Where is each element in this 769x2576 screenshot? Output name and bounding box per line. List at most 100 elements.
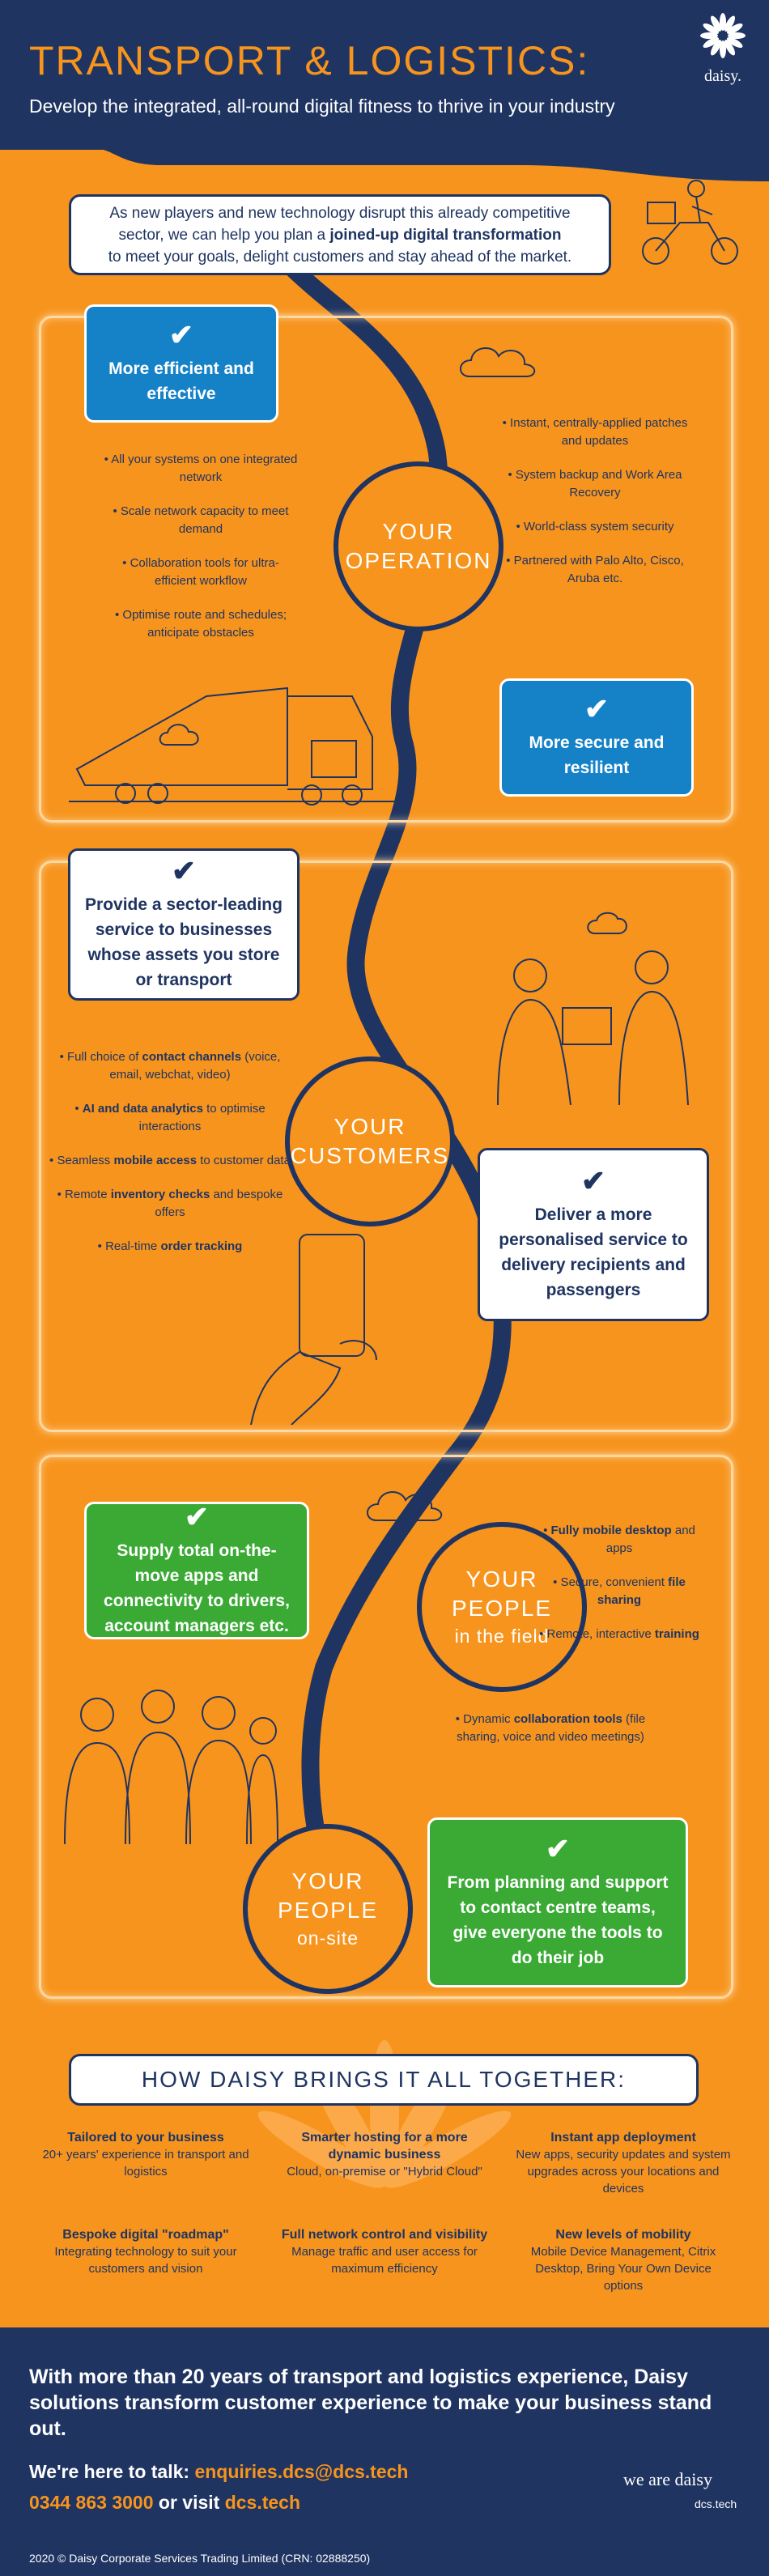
bullet-item: • Remote, interactive training — [539, 1627, 699, 1641]
delivery-scooter-icon — [642, 180, 738, 265]
circle-label-people: PEOPLE — [451, 1596, 553, 1621]
bullet-item: • Real-time order tracking — [97, 1239, 243, 1253]
check-icon: ✔ — [184, 1500, 210, 1533]
intro-line1: As new players and new technology disrup… — [109, 204, 571, 222]
circle-your-people-field: YOUR PEOPLE in the field — [417, 1522, 587, 1692]
footer-statement: With more than 20 years of transport and… — [29, 2366, 712, 2440]
contact-line-email: We're here to talk: enquiries.dcs@dcs.te… — [29, 2461, 408, 2483]
feature-item: Full network control and visibility Mana… — [275, 2226, 494, 2277]
phone-hand-icon — [250, 1234, 377, 1425]
bullet-item: • World-class system security — [516, 520, 674, 533]
email-link[interactable]: enquiries.dcs@dcs.tech — [194, 2461, 409, 2482]
feature-item: Smarter hosting for a more dynamic busin… — [275, 2129, 494, 2180]
feature-heading: Tailored to your business — [67, 2131, 224, 2145]
circle-label-customers: CUSTOMERS — [290, 1143, 450, 1168]
site-link[interactable]: dcs.tech — [224, 2492, 301, 2513]
section-customers — [39, 861, 733, 1432]
intro-line2: sector, we can help you plan a — [118, 226, 326, 244]
check-icon: ✔ — [168, 318, 194, 351]
feature-text: Cloud, on-premise or "Hybrid Cloud" — [287, 2165, 482, 2179]
card-on-the-move: ✔ Supply total on-the-move apps and conn… — [84, 1502, 309, 1639]
check-icon: ✔ — [545, 1832, 571, 1865]
bullet-item: • Instant, centrally-applied patches and… — [502, 416, 688, 448]
page-subtitle: Develop the integrated, all-round digita… — [29, 96, 615, 117]
circle-your-customers: YOUR CUSTOMERS — [285, 1056, 455, 1226]
card-more-efficient: ✔ More efficient and effective — [84, 304, 278, 423]
feature-heading: Smarter hosting for a more dynamic busin… — [301, 2131, 468, 2162]
card-sector-leading-text: Provide a sector-leading service to busi… — [85, 895, 283, 989]
circle-label-your: YOUR — [465, 1566, 538, 1592]
we-are-daisy-logo: we are daisy — [623, 2469, 712, 2489]
feature-item: Instant app deployment New apps, securit… — [514, 2129, 733, 2197]
contact-line-phone: 0344 863 3000 or visit dcs.tech — [29, 2492, 300, 2514]
phone-link[interactable]: 0344 863 3000 — [29, 2492, 154, 2513]
people-field-bullets-collab: • Dynamic collaboration tools (file shar… — [453, 1711, 648, 1762]
daisy-flower-icon — [700, 13, 746, 58]
feature-heading: New levels of mobility — [555, 2228, 691, 2242]
team-people-icon — [64, 1690, 278, 1844]
copyright-text: 2020 © Daisy Corporate Services Trading … — [29, 2552, 371, 2565]
or-visit-text: or visit — [153, 2492, 225, 2513]
intro-box: As new players and new technology disrup… — [69, 194, 611, 275]
circle-label-people: PEOPLE — [277, 1898, 379, 1923]
bullet-item: • Scale network capacity to meet demand — [113, 504, 289, 536]
bullet-item: • Secure, convenient file sharing — [553, 1575, 686, 1607]
people-field-bullets: • Fully mobile desktop and apps • Secure… — [538, 1522, 700, 1660]
check-icon: ✔ — [580, 1164, 606, 1197]
header — [0, 0, 769, 150]
bullet-item: • Full choice of contact channels (voice… — [59, 1050, 281, 1082]
bullet-item: • System backup and Work Area Recovery — [508, 468, 682, 499]
cloud-icon — [367, 1491, 443, 1521]
card-more-efficient-text: More efficient and effective — [108, 359, 254, 403]
feature-text: 20+ years' experience in transport and l… — [42, 2148, 249, 2179]
talk-prefix: We're here to talk: — [29, 2461, 195, 2482]
circle-your-people-onsite: YOUR PEOPLE on-site — [243, 1824, 413, 1994]
daisy-logo[interactable]: daisy. — [695, 11, 751, 89]
feature-text: Mobile Device Management, Citrix Desktop… — [530, 2245, 716, 2293]
circle-label-in-the-field: in the field — [454, 1626, 550, 1647]
feature-item: Bespoke digital "roadmap" Integrating te… — [36, 2226, 255, 2277]
logo-text: daisy. — [704, 67, 741, 85]
bullet-item: • Seamless mobile access to customer dat… — [49, 1154, 291, 1167]
operation-right-bullets: • Instant, centrally-applied patches and… — [502, 414, 688, 604]
card-sector-leading: ✔ Provide a sector-leading service to bu… — [68, 848, 300, 1001]
bullet-item: • Remote inventory checks and bespoke of… — [57, 1188, 283, 1219]
card-planning-support: ✔ From planning and support to contact c… — [427, 1817, 688, 1987]
feature-text: Manage traffic and user access for maxim… — [291, 2245, 478, 2276]
bullet-item: • Partnered with Palo Alto, Cisco, Aruba… — [506, 554, 684, 585]
feature-heading: Bespoke digital "roadmap" — [62, 2228, 229, 2242]
section-operation — [39, 316, 733, 823]
check-icon: ✔ — [171, 854, 197, 887]
card-more-secure-text: More secure and resilient — [529, 733, 665, 777]
bullet-item: • All your systems on one integrated net… — [104, 453, 298, 484]
circle-your-operation: YOUR OPERATION — [334, 461, 503, 631]
customers-bullets: • Full choice of contact channels (voice… — [49, 1048, 291, 1272]
bullet-item: • Optimise route and schedules; anticipa… — [114, 608, 287, 640]
feature-item: New levels of mobility Mobile Device Man… — [514, 2226, 733, 2294]
intro-line3: to meet your goals, delight customers an… — [108, 248, 572, 266]
truck-icon — [69, 687, 409, 806]
circle-label-your: YOUR — [291, 1868, 364, 1894]
cloud-icon — [460, 347, 536, 377]
check-icon: ✔ — [584, 692, 610, 725]
intro-bold: joined-up digital transformation — [329, 226, 562, 244]
bullet-item: • Collaboration tools for ultra-efficien… — [122, 556, 279, 588]
site-small-text: dcs.tech — [695, 2497, 737, 2510]
circle-label-operation: OPERATION — [345, 548, 492, 573]
circle-label-your: YOUR — [334, 1114, 406, 1139]
bullet-item: • Fully mobile desktop and apps — [543, 1524, 695, 1555]
card-more-secure: ✔ More secure and resilient — [499, 678, 694, 797]
circle-label-your: YOUR — [382, 519, 455, 544]
card-personalised-service: ✔ Deliver a more personalised service to… — [478, 1148, 709, 1321]
feature-heading: Instant app deployment — [550, 2131, 696, 2145]
card-on-the-move-text: Supply total on-the-move apps and connec… — [104, 1541, 290, 1635]
circle-label-on-site: on-site — [296, 1928, 359, 1949]
card-personalised-service-text: Deliver a more personalised service to d… — [499, 1205, 688, 1299]
top-wave-decoration — [0, 149, 769, 181]
card-planning-support-text: From planning and support to contact cen… — [447, 1873, 669, 1967]
operation-left-bullets: • All your systems on one integrated net… — [104, 451, 298, 658]
feature-text: Integrating technology to suit your cust… — [54, 2245, 237, 2276]
feature-item: Tailored to your business 20+ years' exp… — [36, 2129, 255, 2180]
delivery-handover-icon — [497, 912, 689, 1105]
bullet-item: • Dynamic collaboration tools (file shar… — [455, 1712, 646, 1744]
